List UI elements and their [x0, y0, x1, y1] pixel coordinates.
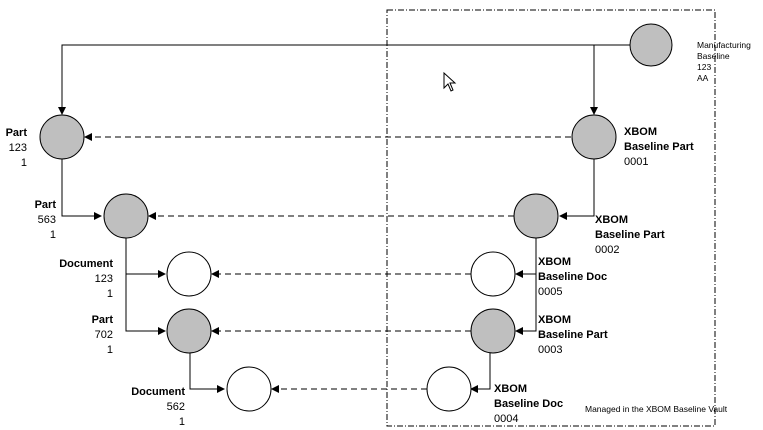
item-type: Document	[131, 386, 185, 398]
link-mfg-to-part-123	[58, 44, 630, 115]
item-number: 702	[94, 329, 113, 341]
item-type: Part	[5, 127, 27, 139]
baseline-part-0003-node[interactable]	[470, 308, 516, 354]
link-baseline-0001-to-0002	[559, 158, 595, 220]
part-123-label: Part 123 1	[6, 126, 27, 171]
vault-boundary	[386, 9, 716, 427]
item-revision: 1	[178, 416, 185, 428]
manufacturing-baseline-revision: AA	[697, 73, 709, 83]
nodes	[39, 23, 673, 412]
document-123-node[interactable]	[166, 251, 212, 297]
item-type: Part	[34, 199, 56, 211]
baseline-part-0003-label: XBOM Baseline Part 0003	[538, 313, 608, 358]
link-part-702-to-doc-562	[189, 353, 225, 393]
baseline-line2: Baseline Doc	[494, 398, 564, 410]
item-number: 123	[94, 273, 113, 285]
part-123-node[interactable]	[39, 114, 85, 160]
baseline-number: 0005	[538, 286, 563, 298]
link-baseline-0002-to-0005	[515, 238, 537, 278]
baseline-doc-0004-node[interactable]	[426, 366, 472, 412]
part-563-label: Part 563 1	[35, 198, 56, 243]
part-702-label: Part 702 1	[92, 313, 113, 358]
baseline-line1: XBOM	[538, 256, 571, 268]
document-123-label: Document 123 1	[59, 257, 113, 302]
document-562-node[interactable]	[226, 366, 272, 412]
item-revision: 1	[106, 288, 113, 300]
baseline-doc-0005-label: XBOM Baseline Doc 0005	[538, 255, 607, 300]
mouse-cursor-icon	[443, 71, 457, 92]
baseline-doc-0005-node[interactable]	[470, 251, 516, 297]
item-revision: 1	[49, 229, 56, 241]
document-562-label: Document 562 1	[131, 385, 185, 430]
baseline-number: 0003	[538, 344, 563, 356]
structure-links	[58, 44, 630, 393]
manufacturing-baseline-subtitle: Baseline	[697, 51, 730, 61]
baseline-references	[84, 133, 571, 393]
part-702-node[interactable]	[166, 308, 212, 354]
item-type: Part	[91, 314, 113, 326]
baseline-line1: XBOM	[538, 314, 571, 326]
baseline-line2: Baseline Part	[538, 329, 608, 341]
link-baseline-0003-to-0004	[470, 353, 491, 393]
manufacturing-baseline-node[interactable]	[629, 23, 673, 67]
baseline-line1: XBOM	[624, 126, 657, 138]
manufacturing-baseline-title: Manufacturing	[697, 40, 751, 50]
baseline-part-0001-node[interactable]	[571, 114, 617, 160]
item-number: 123	[8, 142, 27, 154]
item-number: 562	[166, 401, 185, 413]
baseline-part-0002-node[interactable]	[513, 193, 559, 239]
item-type: Document	[59, 258, 113, 270]
link-part-563-to-part-702	[125, 274, 166, 335]
link-part-563-to-doc-123	[125, 238, 166, 278]
baseline-part-0002-label: XBOM Baseline Part 0002	[595, 213, 665, 258]
baseline-line2: Baseline Part	[595, 229, 665, 241]
baseline-number: 0004	[494, 413, 519, 425]
baseline-doc-0004-label: XBOM Baseline Doc 0004	[494, 382, 563, 427]
manufacturing-baseline-number: 123	[697, 62, 712, 72]
vault-caption: Managed in the XBOM Baseline Vault	[585, 404, 728, 414]
baseline-line1: XBOM	[595, 214, 628, 226]
baseline-line2: Baseline Doc	[538, 271, 608, 283]
item-revision: 1	[106, 344, 113, 356]
part-563-node[interactable]	[103, 193, 149, 239]
baseline-number: 0001	[624, 156, 649, 168]
baseline-line1: XBOM	[494, 383, 527, 395]
manufacturing-baseline-label: Manufacturing Baseline 123 AA	[697, 40, 751, 84]
item-number: 563	[37, 214, 56, 226]
baseline-part-0001-label: XBOM Baseline Part 0001	[624, 125, 694, 170]
link-part-123-to-part-563	[61, 158, 102, 220]
baseline-number: 0002	[595, 244, 620, 256]
item-revision: 1	[20, 157, 27, 169]
link-baseline-0002-to-0003	[515, 274, 537, 335]
baseline-line2: Baseline Part	[624, 141, 694, 153]
